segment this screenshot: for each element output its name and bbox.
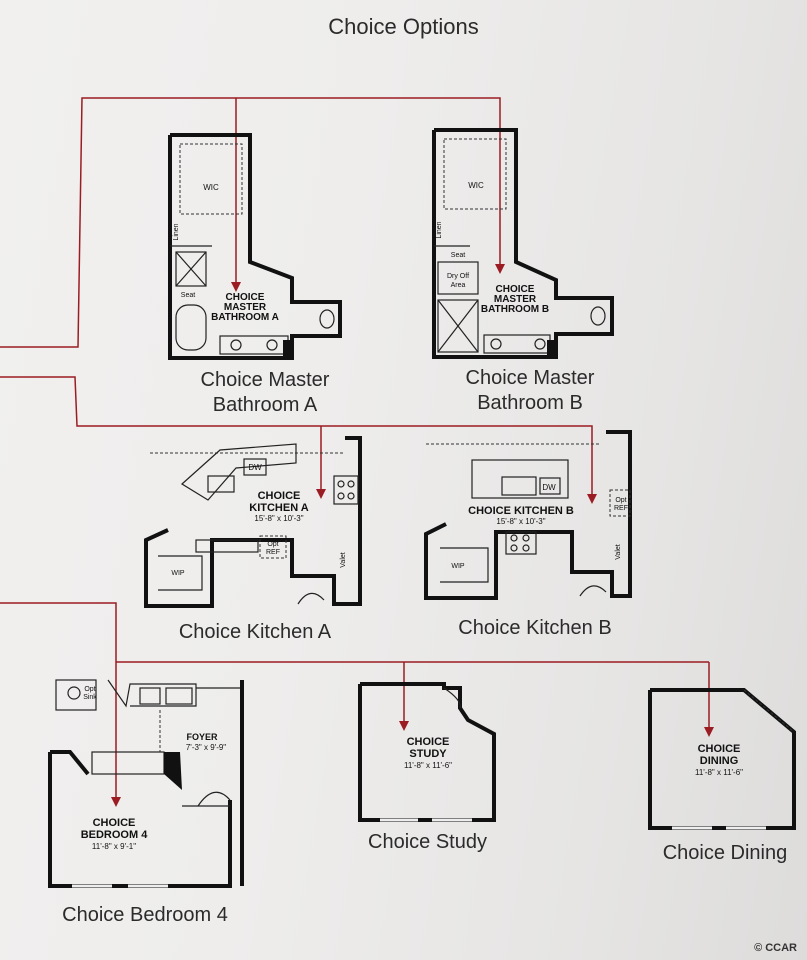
bedroom-title-2: BEDROOM 4	[81, 829, 149, 841]
arrow-kitchen-b	[587, 494, 597, 504]
dw-label: DW	[542, 483, 556, 492]
caption-kitchen-b: Choice Kitchen B	[458, 617, 612, 639]
kitchen-b-dims: 15'-8" x 10'-3"	[496, 517, 545, 526]
caption-study: Choice Study	[368, 831, 487, 853]
opt-ref-label-2: REF	[266, 549, 280, 556]
plan-study: CHOICE STUDY 11'-8" x 11'-6"	[358, 682, 496, 822]
arrow-study	[399, 721, 409, 731]
wip-label: WIP	[171, 570, 185, 577]
study-dims: 11'-8" x 11'-6"	[404, 761, 452, 770]
caption-bathroom-b: Choice Master Bathroom B	[465, 367, 595, 414]
dw-label: DW	[248, 463, 262, 472]
dining-title-1: CHOICE	[698, 743, 741, 755]
wic-label: WIC	[468, 181, 484, 190]
caption-bedroom-4: Choice Bedroom 4	[62, 904, 228, 926]
bath-b-title-1: CHOICE	[496, 284, 535, 295]
bath-a-title-1: CHOICE	[226, 292, 265, 303]
study-title-2: STUDY	[409, 748, 447, 760]
connector-kitchen	[0, 376, 593, 498]
kitchen-a-dims: 15'-8" x 10'-3"	[254, 514, 303, 523]
foyer-dims: 7'-3" x 9'-9"	[186, 743, 226, 752]
plan-kitchen-a: DW CHOICE KITCHEN A 15'-8" x 10'-3" Opt …	[144, 436, 362, 608]
kitchen-a-title-1: CHOICE	[258, 490, 301, 502]
page-title: Choice Options	[328, 14, 479, 39]
arrow-bath-b	[495, 264, 505, 274]
bath-b-title-2: MASTER	[494, 294, 537, 305]
bath-b-title-3: BATHROOM B	[481, 304, 549, 315]
connector-bath	[0, 97, 501, 348]
wic-label: WIC	[203, 183, 219, 192]
valet-label: Valet	[615, 544, 622, 559]
opt-sink-label-2: Sink	[83, 694, 97, 701]
valet-label: Valet	[340, 552, 347, 567]
caption-dining: Choice Dining	[662, 842, 788, 864]
opt-ref-label-2: REF	[614, 505, 628, 512]
seat-label: Seat	[181, 292, 195, 299]
connector-lines	[0, 97, 714, 807]
plan-kitchen-b: DW CHOICE KITCHEN B 15'-8" x 10'-3" Opt …	[424, 430, 632, 600]
kitchen-b-title: CHOICE KITCHEN B	[468, 505, 574, 517]
foyer-label: FOYER	[186, 732, 218, 742]
bedroom-title-1: CHOICE	[93, 817, 136, 829]
dryoff-label-2: Area	[451, 282, 466, 289]
linen-label: Linen	[173, 223, 180, 240]
opt-sink-label-1: Opt	[84, 686, 95, 693]
dining-dims: 11'-8" x 11'-6"	[695, 768, 743, 777]
wip-label: WIP	[451, 563, 465, 570]
plan-bedroom-4: Opt Sink FOYER 7'-3" x 9'-9" CHOICE BEDR…	[48, 679, 244, 888]
arrow-bath-a	[231, 282, 241, 292]
dryoff-label-1: Dry Off	[447, 273, 469, 280]
plan-dining: CHOICE DINING 11'-8" x 11'-6"	[648, 688, 796, 830]
bedroom-dims: 11'-8" x 9'-1"	[92, 842, 136, 851]
seat-label: Seat	[451, 252, 465, 259]
bath-a-title-2: MASTER	[224, 302, 267, 313]
opt-ref-label-1: Opt	[267, 541, 278, 548]
plan-bathroom-b: WIC Linen Seat Dry Off Area CHOICE MASTE…	[432, 128, 614, 359]
arrow-dining	[704, 727, 714, 737]
connector-rooms	[0, 602, 117, 800]
kitchen-a-title-2: KITCHEN A	[249, 502, 309, 514]
dining-title-2: DINING	[700, 755, 739, 767]
bath-a-title-3: BATHROOM A	[211, 312, 279, 323]
caption-bathroom-a: Choice Master Bathroom A	[200, 369, 330, 416]
opt-ref-label-1: Opt	[615, 497, 626, 504]
linen-label: Linen	[436, 221, 443, 238]
caption-kitchen-a: Choice Kitchen A	[178, 621, 332, 643]
ccar-watermark: © CCAR	[754, 942, 797, 954]
arrow-kitchen-a	[316, 489, 326, 499]
plan-bathroom-a: WIC Linen Seat CHOICE MASTER BATHROOM A	[168, 133, 342, 360]
study-title-1: CHOICE	[407, 736, 450, 748]
arrow-bedroom	[111, 797, 121, 807]
